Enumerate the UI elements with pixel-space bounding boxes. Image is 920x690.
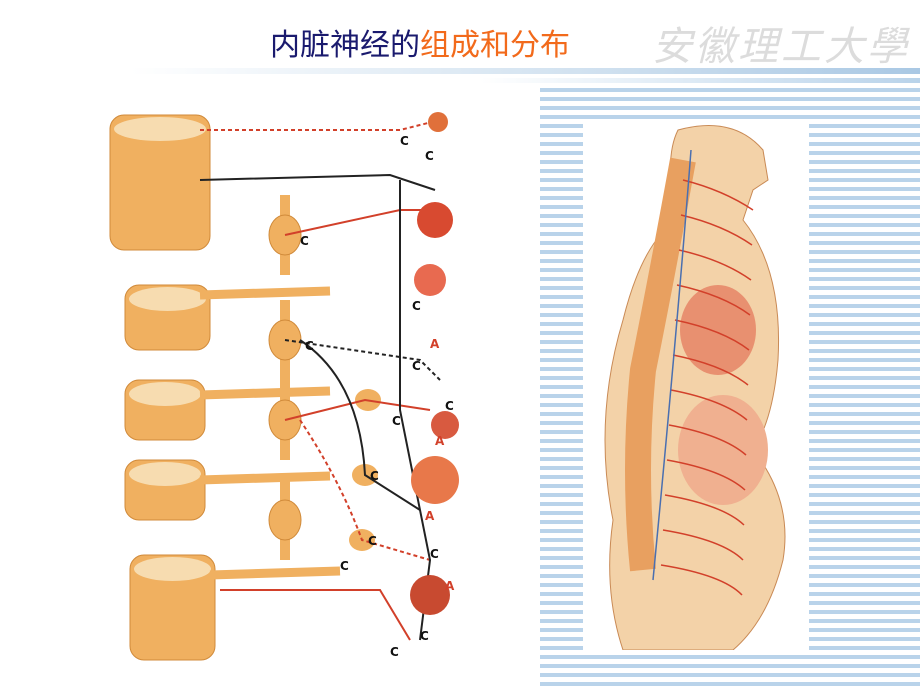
organ	[428, 112, 448, 132]
heart-lungs	[680, 285, 756, 375]
cord-cross-section	[129, 382, 201, 406]
nerve-fiber	[299, 419, 431, 561]
label-c: C	[370, 469, 379, 483]
nerve-fiber	[200, 119, 441, 131]
nerve-branch	[664, 494, 745, 526]
title-part-1: 内脏神经的	[270, 28, 420, 63]
label-c: C	[392, 414, 401, 428]
label-c: C	[412, 299, 421, 313]
university-watermark-logo: 安徽理工大學	[652, 24, 910, 70]
nerve-fiber	[199, 173, 436, 191]
nerve-branch	[682, 179, 754, 211]
spinal-cord-segment	[129, 554, 216, 661]
nerve-branch	[670, 389, 748, 421]
nerve-branch	[680, 214, 753, 246]
label-c: C	[412, 359, 421, 373]
label-c: C	[445, 399, 454, 413]
nerve-branch	[662, 529, 744, 561]
abdominal-organs	[678, 395, 768, 505]
label-c: C	[300, 234, 309, 248]
organ	[410, 575, 450, 615]
label-c: C	[390, 645, 399, 659]
label-c: C	[425, 149, 434, 163]
nerve-fiber	[284, 209, 435, 236]
cord-cross-section	[129, 462, 201, 486]
nerve-branch	[676, 284, 751, 316]
spinal-nerve	[209, 566, 341, 580]
spinal-cord-segment	[109, 114, 211, 251]
label-c: C	[368, 534, 377, 548]
cord-cross-section	[134, 557, 211, 581]
spinal-nerve	[199, 286, 331, 300]
label-c: C	[430, 547, 439, 561]
nerve-branch	[666, 459, 746, 491]
nerve-fiber	[284, 398, 431, 421]
organ	[431, 411, 459, 439]
cord-cross-section	[114, 117, 206, 141]
label-a: A	[430, 337, 440, 351]
vein-line	[652, 149, 692, 581]
nerve-fiber	[220, 589, 411, 641]
label-a: A	[435, 434, 445, 448]
title-part-2: 组成和分布	[420, 28, 570, 63]
label-c: C	[420, 629, 429, 643]
label-a: A	[425, 509, 435, 523]
slide-title: 内脏神经的组成和分布	[270, 20, 570, 64]
nerve-fiber	[284, 339, 441, 381]
nerve-fiber	[299, 339, 421, 511]
header-divider	[130, 68, 920, 74]
header-divider-2	[480, 78, 920, 83]
nerve-branch	[660, 564, 743, 596]
nerve-branch	[678, 249, 752, 281]
trunk-ganglion	[268, 499, 302, 541]
label-a: A	[445, 579, 455, 593]
nerve-branch	[668, 424, 747, 456]
spinal-nerve	[199, 471, 331, 485]
cord-cross-section	[129, 287, 206, 311]
organ	[414, 264, 446, 296]
label-c: C	[340, 559, 349, 573]
nerve-branch	[672, 354, 749, 386]
body-sagittal-nerve-illustration	[583, 120, 809, 650]
label-c: C	[400, 134, 409, 148]
nerve-branch	[674, 319, 750, 351]
organ	[411, 456, 459, 504]
vertebral-column	[625, 157, 696, 572]
spinal-nerve	[199, 386, 331, 400]
organ	[417, 202, 453, 238]
label-c: C	[305, 339, 314, 353]
